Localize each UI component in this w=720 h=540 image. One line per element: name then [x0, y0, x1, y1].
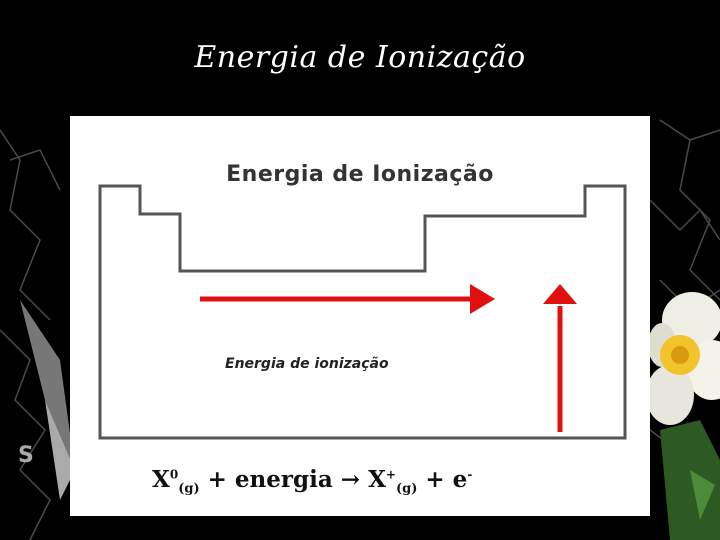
flower-decoration: [646, 292, 720, 540]
product-charge: +: [386, 467, 396, 481]
product-symbol: X: [368, 466, 386, 493]
plus-electron: + e: [425, 466, 467, 493]
arrow-caption: Energia de ionização: [225, 356, 389, 372]
reactant-symbol: X: [152, 466, 170, 493]
electron-charge: -: [467, 467, 472, 481]
product-state: (g): [396, 482, 417, 497]
compass-needle: S: [18, 300, 75, 500]
svg-text:S: S: [18, 443, 34, 468]
horizontal-arrow-head: [470, 284, 495, 314]
plus-energy: + energia: [208, 466, 333, 493]
diagram-panel: Energia de Ionização Energia de ionizaçã…: [70, 116, 650, 516]
reactant-charge: 0: [170, 467, 178, 481]
diagram-heading: Energia de Ionização: [70, 162, 650, 187]
table-outline: [100, 186, 625, 438]
slide-title: Energia de Ionização: [0, 40, 720, 75]
reaction-arrow: →: [341, 466, 360, 493]
reactant-state: (g): [178, 482, 199, 497]
ionization-equation: X0(g) + energia → X+(g) + e-: [152, 466, 472, 497]
vertical-arrow-head: [543, 284, 577, 304]
